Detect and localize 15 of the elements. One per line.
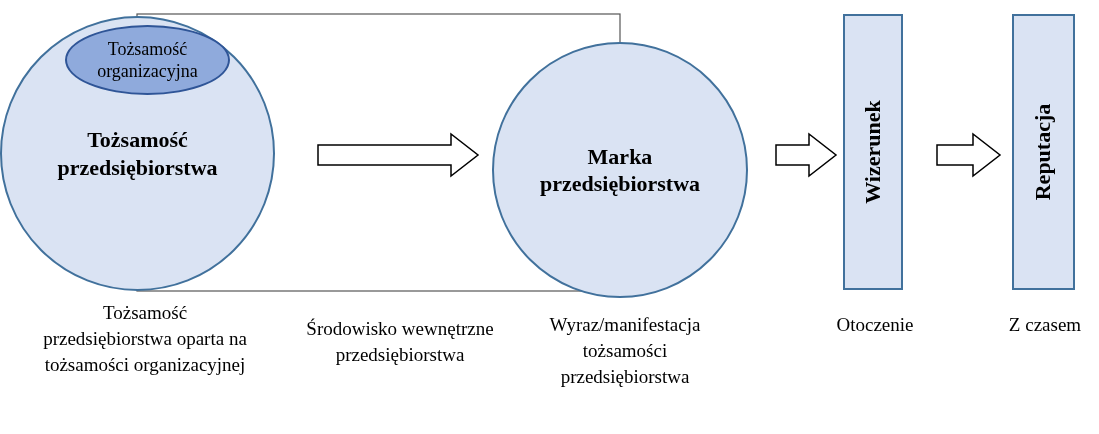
rectangle-node xyxy=(843,14,903,290)
node-caption: Otoczenie xyxy=(835,313,915,337)
node-label: Reputacja xyxy=(1032,103,1055,201)
node-label: Tożsamość przedsiębiorstwa xyxy=(56,126,219,181)
node-label: Tożsamość organizacyjna xyxy=(96,37,199,83)
node-caption: Wyraz/manifestacja tożsamości przedsiębiorstwa xyxy=(548,313,702,389)
block-arrow xyxy=(936,132,1002,178)
node-caption: Z czasem xyxy=(1007,313,1083,337)
node-label: Wizerunek xyxy=(862,100,884,204)
node-label: Marka przedsiębiorstwa xyxy=(538,142,702,198)
node-caption: Tożsamość przedsiębiorstwa oparta na tożsamości organizacyjnej xyxy=(42,301,248,377)
block-arrow xyxy=(317,132,480,178)
caption-text: Środowisko wewnętrzne przedsiębiorstwa xyxy=(305,317,495,367)
rectangle-node xyxy=(1012,14,1075,290)
block-arrow xyxy=(775,132,838,178)
